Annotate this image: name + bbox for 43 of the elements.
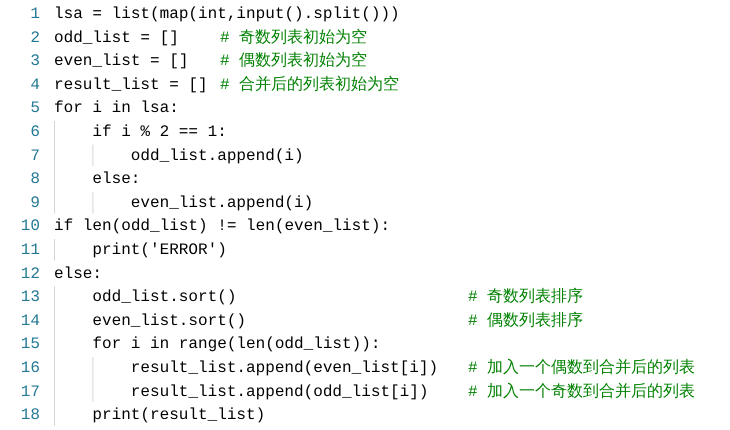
line-number: 14 <box>20 310 40 332</box>
code-line: even_list.append(i) <box>130 192 314 214</box>
line-number: 5 <box>29 98 40 120</box>
code-comment: # 加入一个奇数到合并后的列表 <box>468 382 696 403</box>
code-line: print(result_list) <box>92 405 266 426</box>
line-number: 6 <box>29 122 40 143</box>
code-line: for i in lsa: <box>54 98 179 120</box>
code-line: if len(odd_list) != len(even_list): <box>54 216 390 238</box>
code-line: lsa = list(map(int,input().split())) <box>54 4 400 25</box>
line-number: 3 <box>29 51 40 72</box>
line-number: 15 <box>20 334 40 356</box>
line-number: 17 <box>20 382 40 403</box>
line-number: 8 <box>29 169 40 190</box>
line-number: 10 <box>20 216 40 238</box>
code-line: even_list = [] <box>54 51 188 72</box>
line-number: 11 <box>20 240 40 261</box>
line-number: 16 <box>20 358 40 379</box>
code-comment: # 合并后的列表初始为空 <box>220 74 400 96</box>
code-line: if i % 2 == 1: <box>92 122 227 143</box>
code-line: result_list.append(even_list[i]) <box>130 358 438 379</box>
code-line: result_list.append(odd_list[i]) <box>130 382 428 403</box>
code-line: for i in range(len(odd_list)): <box>92 334 380 356</box>
code-line: else: <box>92 169 140 190</box>
code-comment: # 奇数列表初始为空 <box>220 28 368 49</box>
line-number: 9 <box>29 192 40 214</box>
line-number: 7 <box>29 146 40 167</box>
code-line: else: <box>54 264 102 285</box>
code-comment: # 加入一个偶数到合并后的列表 <box>468 358 696 379</box>
code-line: result_list = [] <box>54 74 208 96</box>
code-line: even_list.sort() <box>92 310 246 332</box>
code-comment: # 偶数列表初始为空 <box>220 50 368 72</box>
line-number: 2 <box>29 28 40 49</box>
line-number: 12 <box>20 264 40 285</box>
line-number: 13 <box>20 287 40 308</box>
code-comment: # 奇数列表排序 <box>468 286 584 308</box>
code-line: odd_list.append(i) <box>130 146 304 167</box>
code-line: odd_list.sort() <box>92 287 236 308</box>
line-number: 4 <box>29 74 40 96</box>
line-number: 18 <box>20 405 40 426</box>
line-number: 1 <box>29 4 40 25</box>
code-line: print('ERROR') <box>92 240 227 261</box>
code-comment: # 偶数列表排序 <box>468 310 584 332</box>
code-line: odd_list = [] <box>54 28 179 49</box>
